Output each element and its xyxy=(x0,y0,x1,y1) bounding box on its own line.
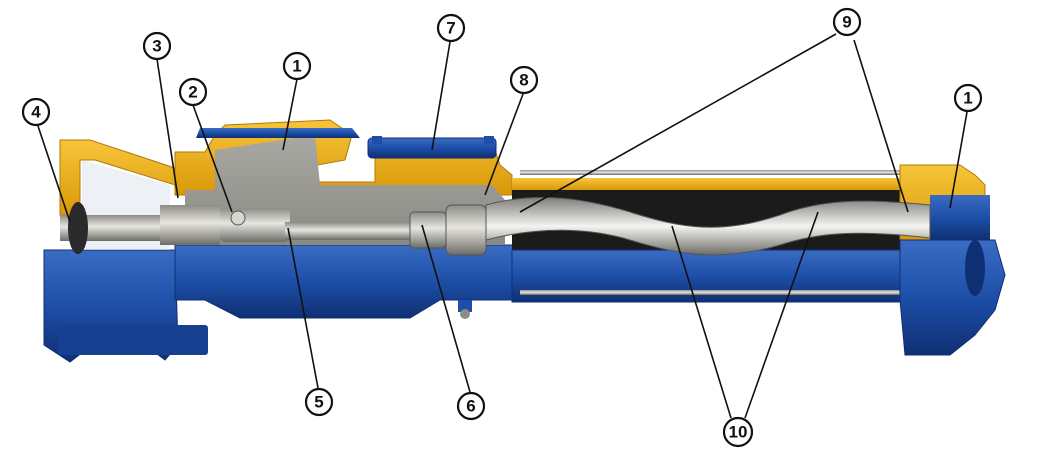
callout-6: 6 xyxy=(456,391,486,421)
callout-8-label: 8 xyxy=(519,71,528,90)
callout-1-discharge: 1 xyxy=(953,83,983,113)
callout-5-label: 5 xyxy=(314,393,323,412)
leader-10a xyxy=(671,225,732,419)
callout-1b-label: 1 xyxy=(963,89,972,108)
callout-2: 2 xyxy=(178,77,208,107)
leader-1b xyxy=(949,111,968,209)
leader-6 xyxy=(421,224,471,393)
callout-6-label: 6 xyxy=(466,397,475,416)
callout-9-label: 9 xyxy=(842,13,851,32)
callout-5: 5 xyxy=(304,387,334,417)
leader-4 xyxy=(37,125,71,223)
leader-2 xyxy=(192,104,233,213)
callout-2-label: 2 xyxy=(188,83,197,102)
callout-4-label: 4 xyxy=(31,103,41,122)
leader-lines xyxy=(37,33,968,419)
callout-3-label: 3 xyxy=(152,37,161,56)
leader-10b xyxy=(744,211,819,419)
leader-3 xyxy=(156,58,179,199)
callout-4: 4 xyxy=(21,97,51,127)
callout-3: 3 xyxy=(142,31,172,61)
leader-9b xyxy=(853,39,909,213)
callout-10: 10 xyxy=(722,416,754,448)
leader-1a xyxy=(282,78,298,151)
callout-8: 8 xyxy=(509,65,539,95)
callout-9: 9 xyxy=(832,7,862,37)
callout-1-label: 1 xyxy=(292,57,301,76)
callout-1-suction: 1 xyxy=(282,51,312,81)
leader-5 xyxy=(287,227,319,389)
leader-9a xyxy=(519,33,837,213)
leader-8 xyxy=(484,93,524,196)
rotor xyxy=(485,196,931,256)
callout-7: 7 xyxy=(436,13,466,43)
callout-7-label: 7 xyxy=(446,19,455,38)
callout-10-label: 10 xyxy=(729,423,748,442)
leader-7 xyxy=(431,41,451,151)
